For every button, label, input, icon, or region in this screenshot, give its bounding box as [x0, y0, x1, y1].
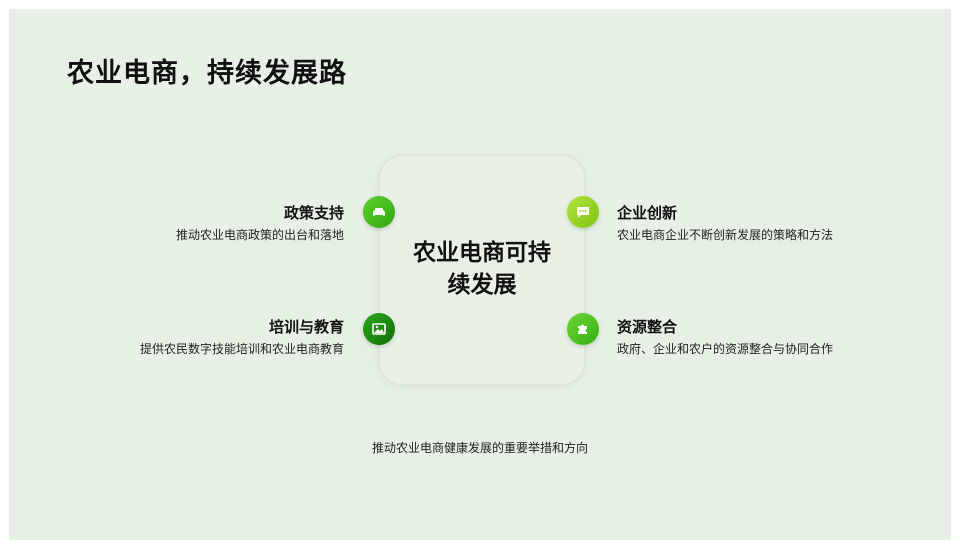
image-icon [363, 313, 395, 345]
item-title-innovation: 企业创新 [617, 204, 678, 222]
center-label-line2: 续发展 [447, 272, 517, 298]
slide-title: 农业电商，持续发展路 [67, 58, 347, 89]
item-desc-policy: 推动农业电商政策的出台和落地 [175, 228, 344, 242]
puzzle-icon [567, 313, 599, 345]
sofa-icon [363, 196, 395, 228]
item-title-integration: 资源整合 [617, 318, 678, 336]
item-title-policy: 政策支持 [283, 204, 344, 222]
footer-caption: 推动农业电商健康发展的重要举措和方向 [371, 441, 588, 455]
item-desc-integration: 政府、企业和农户的资源整合与协同合作 [617, 342, 834, 356]
item-desc-innovation: 农业电商企业不断创新发展的策略和方法 [617, 228, 834, 242]
chat-icon [567, 196, 599, 228]
center-label: 农业电商可持 续发展 [378, 237, 586, 301]
item-title-training: 培训与教育 [268, 318, 344, 336]
center-box [378, 154, 586, 386]
item-desc-training: 提供农民数字技能培训和农业电商教育 [139, 342, 344, 356]
center-label-line1: 农业电商可持 [413, 240, 551, 266]
slide: 农业电商，持续发展路 农业电商可持 续发展 政策支持 推动农业电商政策的出台和落… [9, 9, 951, 540]
